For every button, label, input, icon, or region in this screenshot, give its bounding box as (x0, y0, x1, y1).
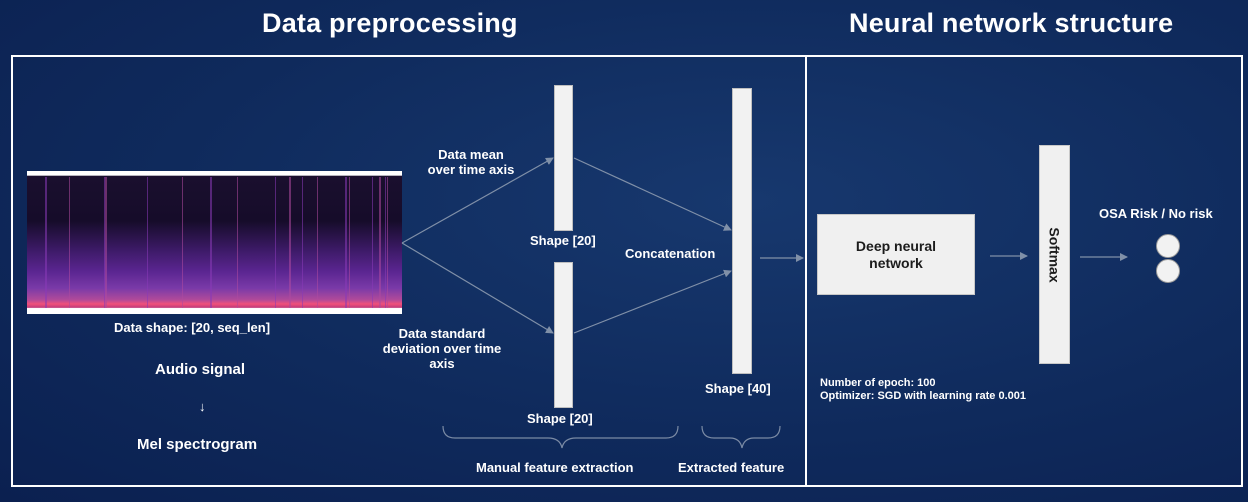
shape-top-label: Shape [20] (530, 233, 596, 248)
spectrogram-streak (275, 177, 276, 308)
spectrogram-streak (317, 177, 318, 308)
spectrogram-streak (104, 177, 105, 308)
title-neural-network-structure: Neural network structure (849, 8, 1174, 38)
spectrogram-streak (379, 177, 381, 308)
epochs-label: Number of epoch: 100 (820, 377, 936, 389)
mel-spectrogram-label: Mel spectrogram (137, 436, 258, 453)
spectrogram-streak (45, 177, 47, 308)
std-label: Data standard deviation over time axis (374, 326, 510, 371)
audio-signal-label: Audio signal (155, 361, 245, 378)
spectrogram-streak (289, 177, 291, 308)
data-shape-label: Data shape: [20, seq_len] (114, 320, 271, 335)
spectrogram-streak (387, 177, 388, 308)
std-label-line3: axis (429, 356, 455, 371)
spectrogram-streak (372, 177, 373, 308)
softmax-box: Softmax (1039, 145, 1070, 364)
arrow-spectrogram-to-std (401, 242, 554, 334)
spectrogram-streak (385, 177, 386, 308)
spectrogram-streak (302, 177, 303, 308)
std-feature-bar (554, 262, 573, 408)
arrow-mean-to-concat (573, 157, 732, 231)
mean-label-line2: over time axis (427, 162, 515, 177)
spectrogram-streak (182, 177, 183, 308)
output-node-osa-risk (1156, 234, 1180, 258)
mel-spectrogram-image (27, 171, 402, 314)
arrow-std-to-concat (573, 269, 732, 334)
softmax-label: Softmax (1046, 226, 1063, 283)
brace-extracted-feature (701, 425, 781, 449)
shape-bottom-label: Shape [20] (527, 411, 593, 426)
std-label-line2: deviation over time (382, 341, 502, 356)
panel-neural-network (805, 55, 1243, 487)
spectrogram-streak (147, 177, 148, 308)
mean-feature-bar (554, 85, 573, 231)
down-arrow-icon: ↓ (199, 399, 206, 414)
concatenation-label: Concatenation (625, 246, 716, 261)
spectrogram-streak (69, 177, 70, 308)
arrow-spectrogram-to-mean (401, 157, 554, 244)
spectrogram-streak (349, 177, 350, 308)
title-data-preprocessing: Data preprocessing (262, 8, 518, 38)
output-node-no-risk (1156, 259, 1180, 283)
shape-concat-label: Shape [40] (705, 381, 771, 396)
spectrogram-streak (210, 177, 212, 308)
manual-feature-extraction-label: Manual feature extraction (476, 460, 634, 475)
concatenated-feature-bar (732, 88, 752, 374)
brace-manual-feature-extraction (442, 425, 679, 449)
spectrogram-streak (105, 177, 107, 308)
deep-neural-network-box: Deep neural network (817, 214, 975, 295)
extracted-feature-label: Extracted feature (678, 460, 785, 475)
std-label-line1: Data standard (398, 326, 486, 341)
spectrogram-streak (237, 177, 238, 308)
mean-label: Data mean over time axis (423, 147, 519, 177)
dnn-label-line2: network (869, 254, 923, 271)
dnn-label-line1: Deep neural (855, 237, 937, 254)
optimizer-label: Optimizer: SGD with learning rate 0.001 (820, 390, 1026, 402)
output-label: OSA Risk / No risk (1099, 206, 1213, 221)
mean-label-line1: Data mean (438, 147, 504, 162)
spectrogram-streak (345, 177, 347, 308)
